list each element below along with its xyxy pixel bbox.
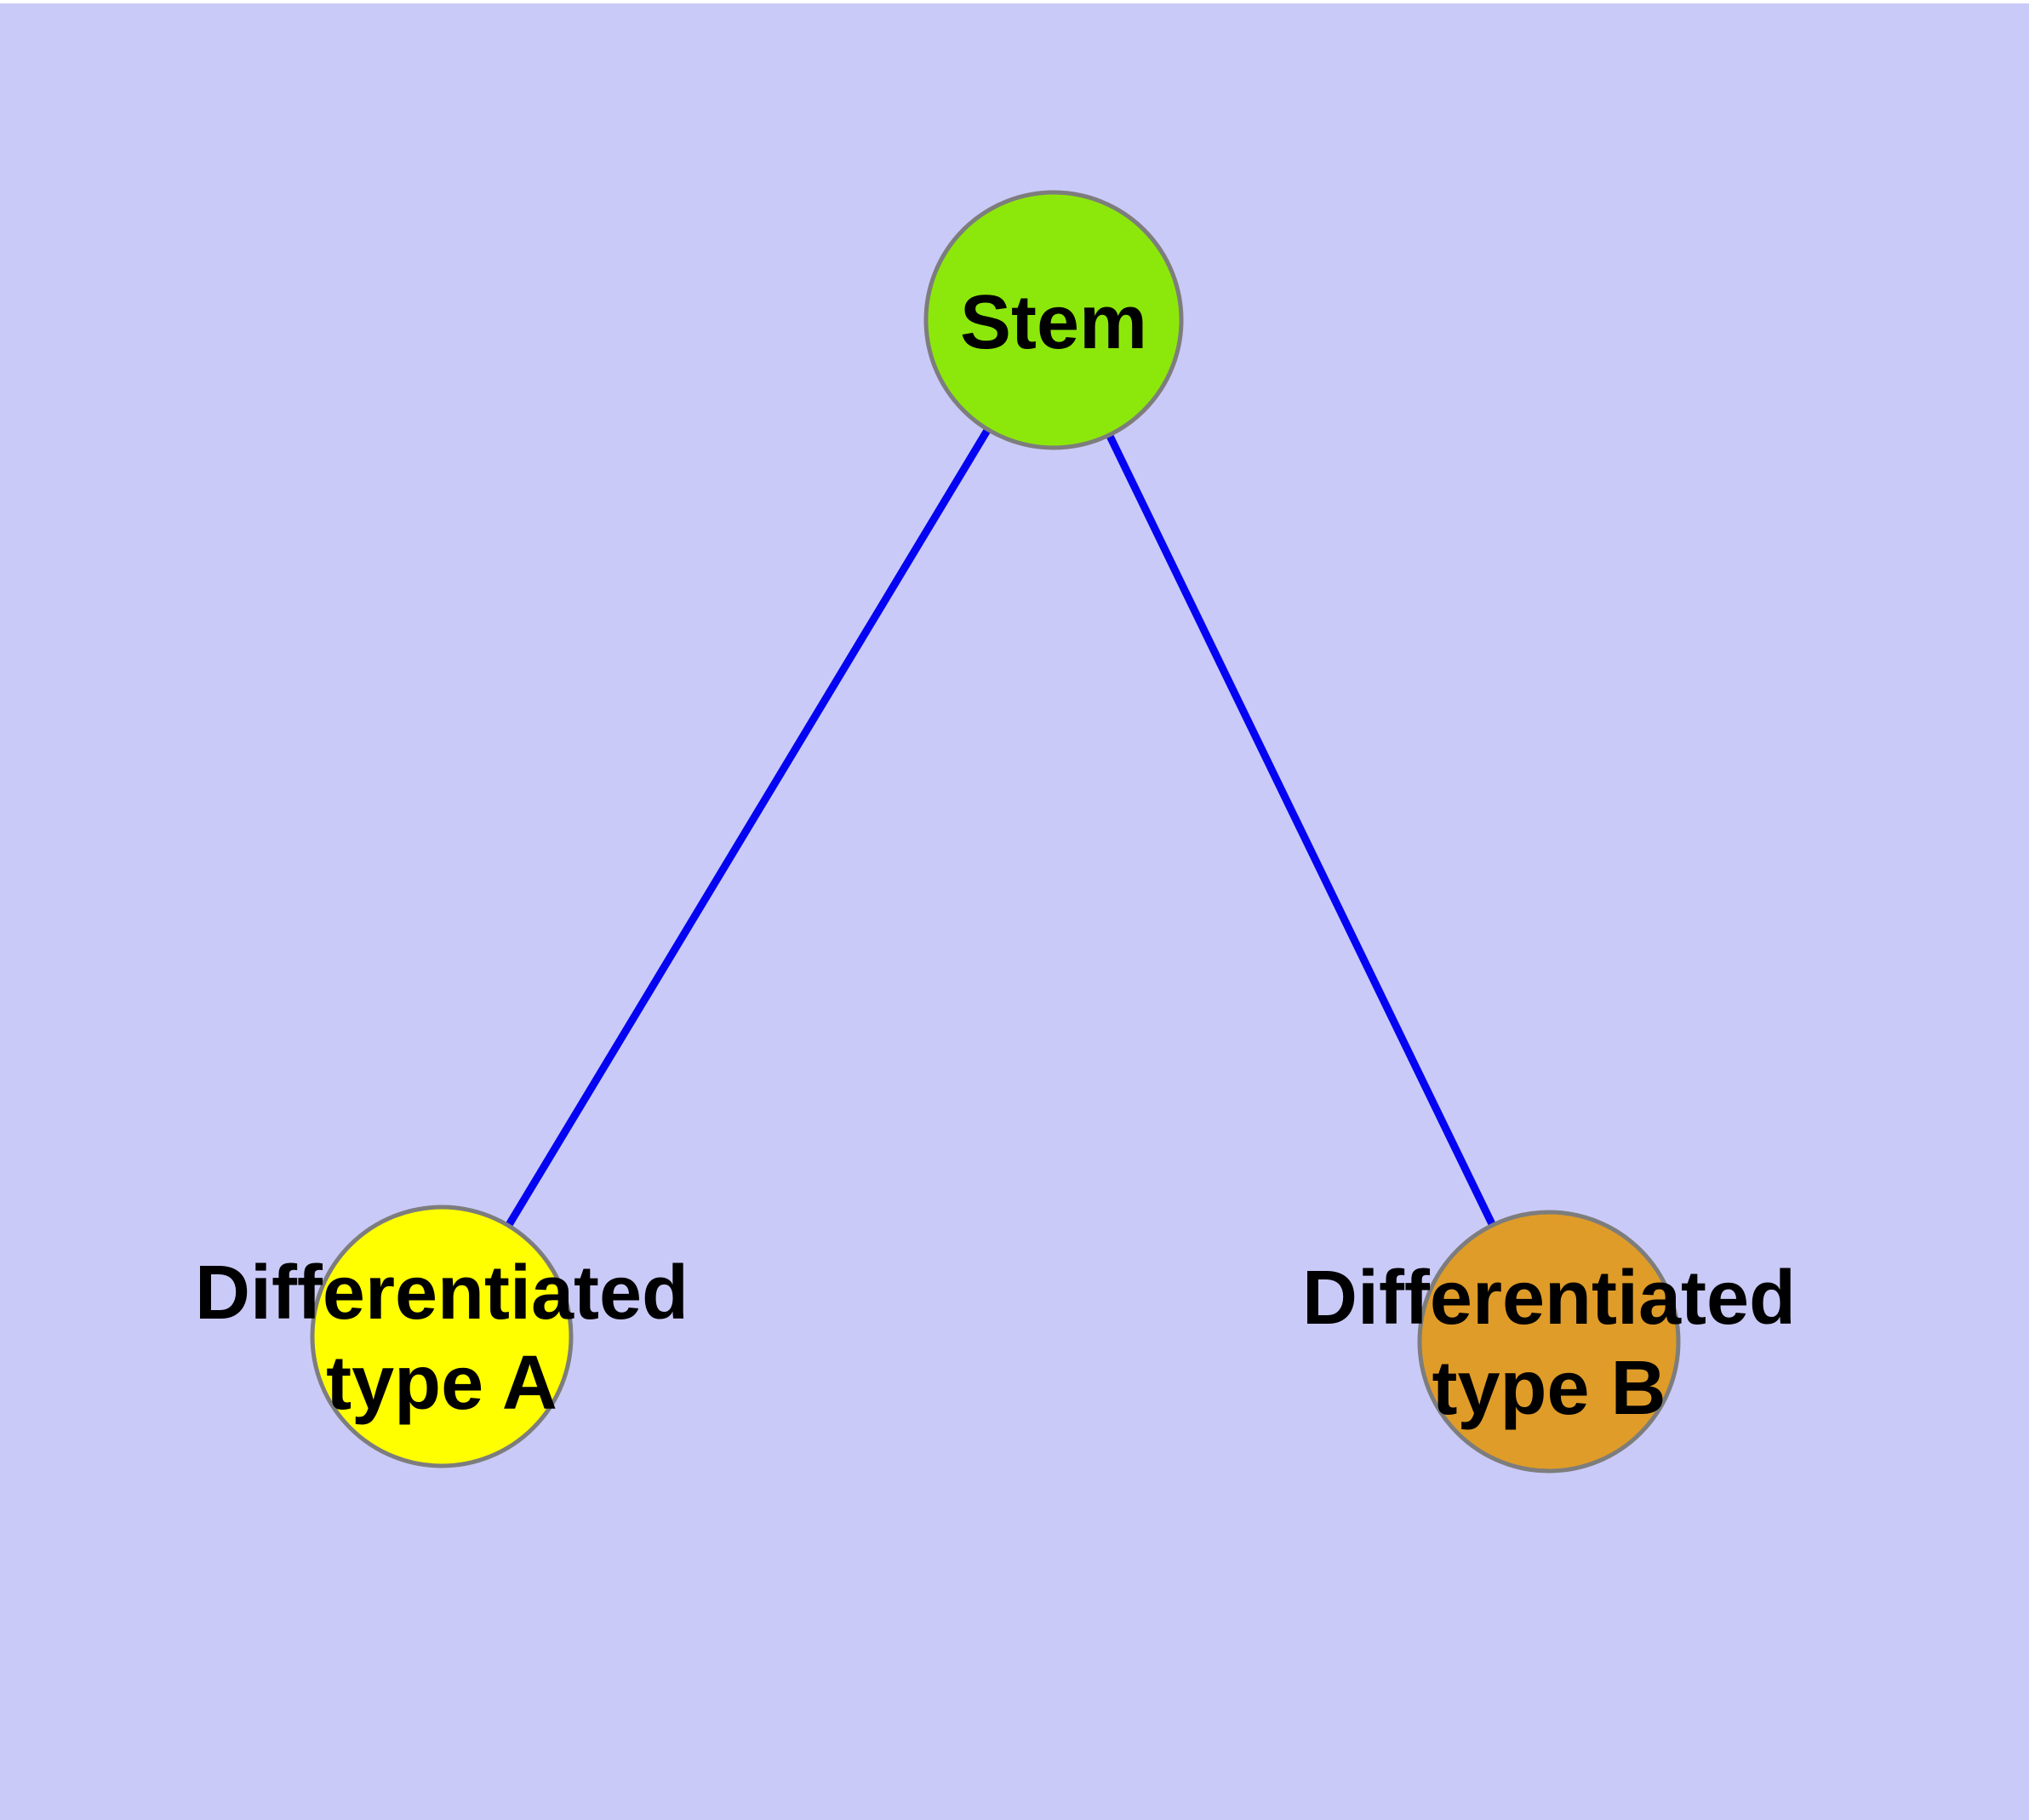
top-margin-strip [0, 0, 2029, 3]
edge-stem-to-type-a [438, 318, 1057, 1339]
node-differentiated-type-b [1417, 1210, 1681, 1474]
edge-stem-to-type-b [1049, 318, 1553, 1343]
node-differentiated-type-a [310, 1205, 574, 1468]
node-stem [923, 190, 1184, 450]
label-stem: Stem [960, 280, 1147, 365]
cell-differentiation-graph: Stem Differentiated type A Differentiate… [195, 190, 1796, 1474]
label-type-a-line1: Differentiated [195, 1251, 689, 1336]
label-type-a-line2: type A [326, 1341, 557, 1426]
label-type-b-line1: Differentiated [1302, 1256, 1796, 1341]
label-type-b-line2: type B [1432, 1346, 1666, 1431]
